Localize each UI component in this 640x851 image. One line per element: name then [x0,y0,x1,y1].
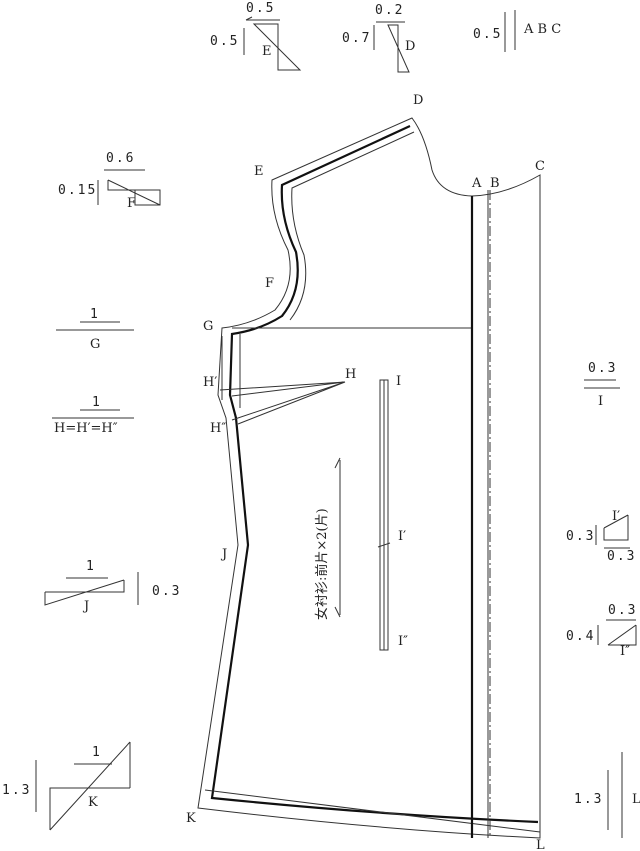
svg-text:D: D [405,39,415,54]
svg-text:0.3: 0.3 [566,529,595,544]
point-B: B [490,176,500,191]
svg-text:I′: I′ [612,509,620,524]
svg-text:0.5: 0.5 [246,1,275,16]
svg-text:0.3: 0.3 [588,361,617,376]
point-I1: I′ [398,529,406,544]
svg-text:G: G [90,337,100,352]
annotation-F: 0.6 0.15 F [58,151,161,211]
svg-text:1.3: 1.3 [574,792,603,807]
annotation-I1: 0.3 0.3 I′ [566,509,636,564]
annotation-I2: 0.3 0.4 I″ [566,603,637,659]
point-C: C [535,159,545,174]
point-D: D [413,93,423,108]
point-L: L [536,838,545,851]
svg-text:L: L [632,792,640,807]
svg-text:K: K [88,795,98,810]
svg-text:E: E [262,44,272,59]
point-E: E [254,164,264,179]
svg-text:0.15: 0.15 [58,183,97,198]
svg-text:1: 1 [90,307,100,322]
point-G: G [203,319,213,334]
point-F: F [265,276,274,291]
annotation-ABC: 0.5 A B C [473,10,561,52]
bust-dart [219,381,346,425]
svg-text:0.7: 0.7 [342,31,371,46]
point-H2: H″ [210,421,226,436]
seam-allowance-line [289,131,415,321]
annotation-G: 1 G [56,307,134,352]
front-bodice-pattern: 女衬衫:前片×2(片) D E F G A B C H H′ H″ I I′ I… [186,93,545,851]
svg-text:0.5: 0.5 [210,34,239,49]
svg-text:F: F [127,196,136,211]
point-H1: H′ [203,375,217,390]
point-J: J [220,547,227,562]
svg-text:A B C: A B C [523,22,561,37]
point-K: K [186,811,196,826]
point-H: H [345,367,356,382]
annotation-E: 0.5 0.5 E [210,1,302,71]
grainline-label: 女衬衫:前片×2(片) [314,508,330,620]
svg-text:J: J [82,599,89,614]
seam-line [210,125,539,824]
point-A: A [471,176,482,191]
svg-text:I: I [598,394,603,409]
svg-text:I″: I″ [620,644,630,659]
hem-line [204,789,541,833]
annotation-H: 1 H=H′=H″ [52,395,134,436]
svg-text:1.3: 1.3 [2,783,31,798]
svg-text:1: 1 [92,395,102,410]
svg-text:0.5: 0.5 [473,27,502,42]
svg-text:1: 1 [92,745,102,760]
svg-text:H=H′=H″: H=H′=H″ [54,421,118,436]
annotation-I: 0.3 I [584,361,620,409]
svg-text:0.3: 0.3 [608,603,637,618]
point-I: I [396,374,401,389]
annotation-K: 1 1.3 K [2,741,131,831]
annotation-L: 1.3 L [574,752,640,838]
svg-text:0.6: 0.6 [106,151,135,166]
svg-text:1: 1 [86,559,96,574]
svg-text:0.3: 0.3 [607,549,636,564]
svg-text:0.2: 0.2 [375,3,404,18]
svg-text:0.3: 0.3 [152,584,181,599]
point-I2: I″ [398,634,408,649]
svg-text:0.4: 0.4 [566,629,595,644]
annotation-D: 0.2 0.7 D [342,3,415,73]
outer-cut-line [197,117,541,839]
annotation-J: 1 0.3 J [44,559,181,614]
facing-strip [377,379,391,651]
